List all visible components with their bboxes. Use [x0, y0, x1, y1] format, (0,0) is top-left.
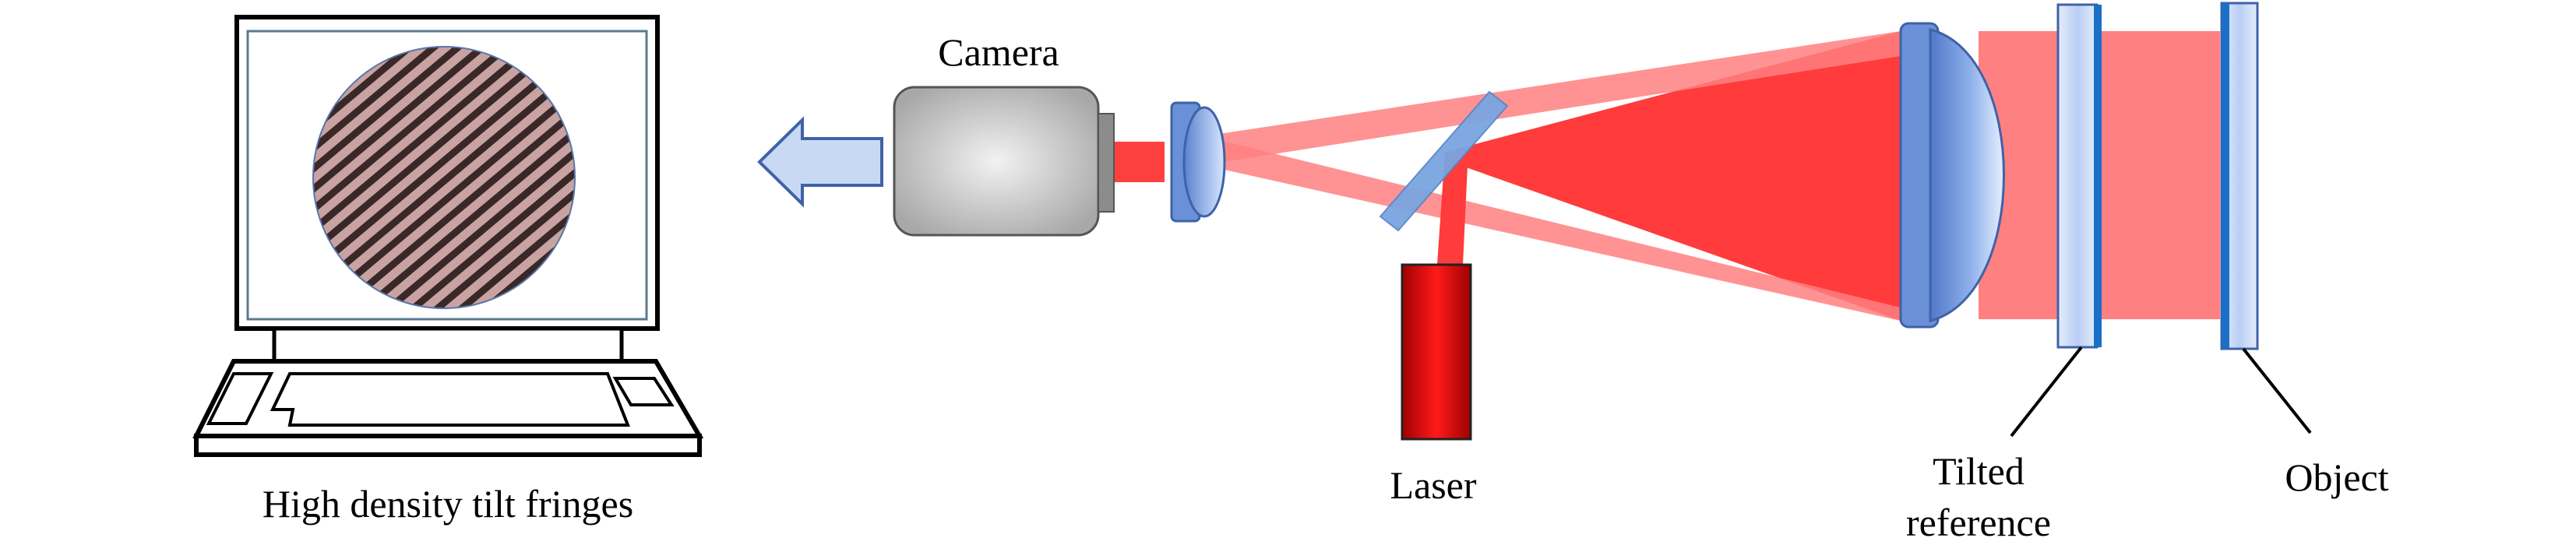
left-arrow-icon: [757, 116, 883, 208]
camera-beam: [1110, 142, 1165, 182]
return-beam-upper: [1203, 31, 1901, 165]
tilted-reference-label-line1: Tilted: [1933, 449, 2025, 493]
object-leader: [2242, 347, 2312, 434]
return-beam-lower: [1203, 136, 1901, 321]
monitor-stand: [272, 326, 624, 364]
beam-splitter: [1379, 90, 1509, 232]
keyboard-base: [194, 434, 702, 457]
laser-label: Laser: [1390, 463, 1476, 507]
object-plate: [2220, 2, 2259, 350]
key-left: [206, 372, 274, 425]
key-center: [270, 372, 630, 427]
tilted-reference-leader: [2010, 346, 2083, 438]
camera: [893, 86, 1115, 237]
fringe-pattern: [312, 46, 576, 309]
object-label: Object: [2285, 455, 2388, 499]
diverging-beam: [1455, 31, 1901, 321]
laser-up-beam: [1437, 149, 1468, 265]
laser-source: [1401, 263, 1472, 441]
laser-beams: [1110, 31, 2220, 321]
computer-icon: [192, 15, 704, 457]
camera-body: [893, 86, 1100, 237]
tilted-reference-plate: [2056, 3, 2102, 349]
tilted-reference-label-line2: reference: [1906, 501, 2051, 544]
key-right: [612, 377, 675, 406]
collimator-lens: [1899, 22, 2005, 329]
monitor-caption: High density tilt fringes: [263, 482, 633, 526]
camera-mount: [1098, 113, 1115, 213]
camera-label: Camera: [938, 30, 1059, 74]
imaging-lens: [1170, 101, 1226, 223]
